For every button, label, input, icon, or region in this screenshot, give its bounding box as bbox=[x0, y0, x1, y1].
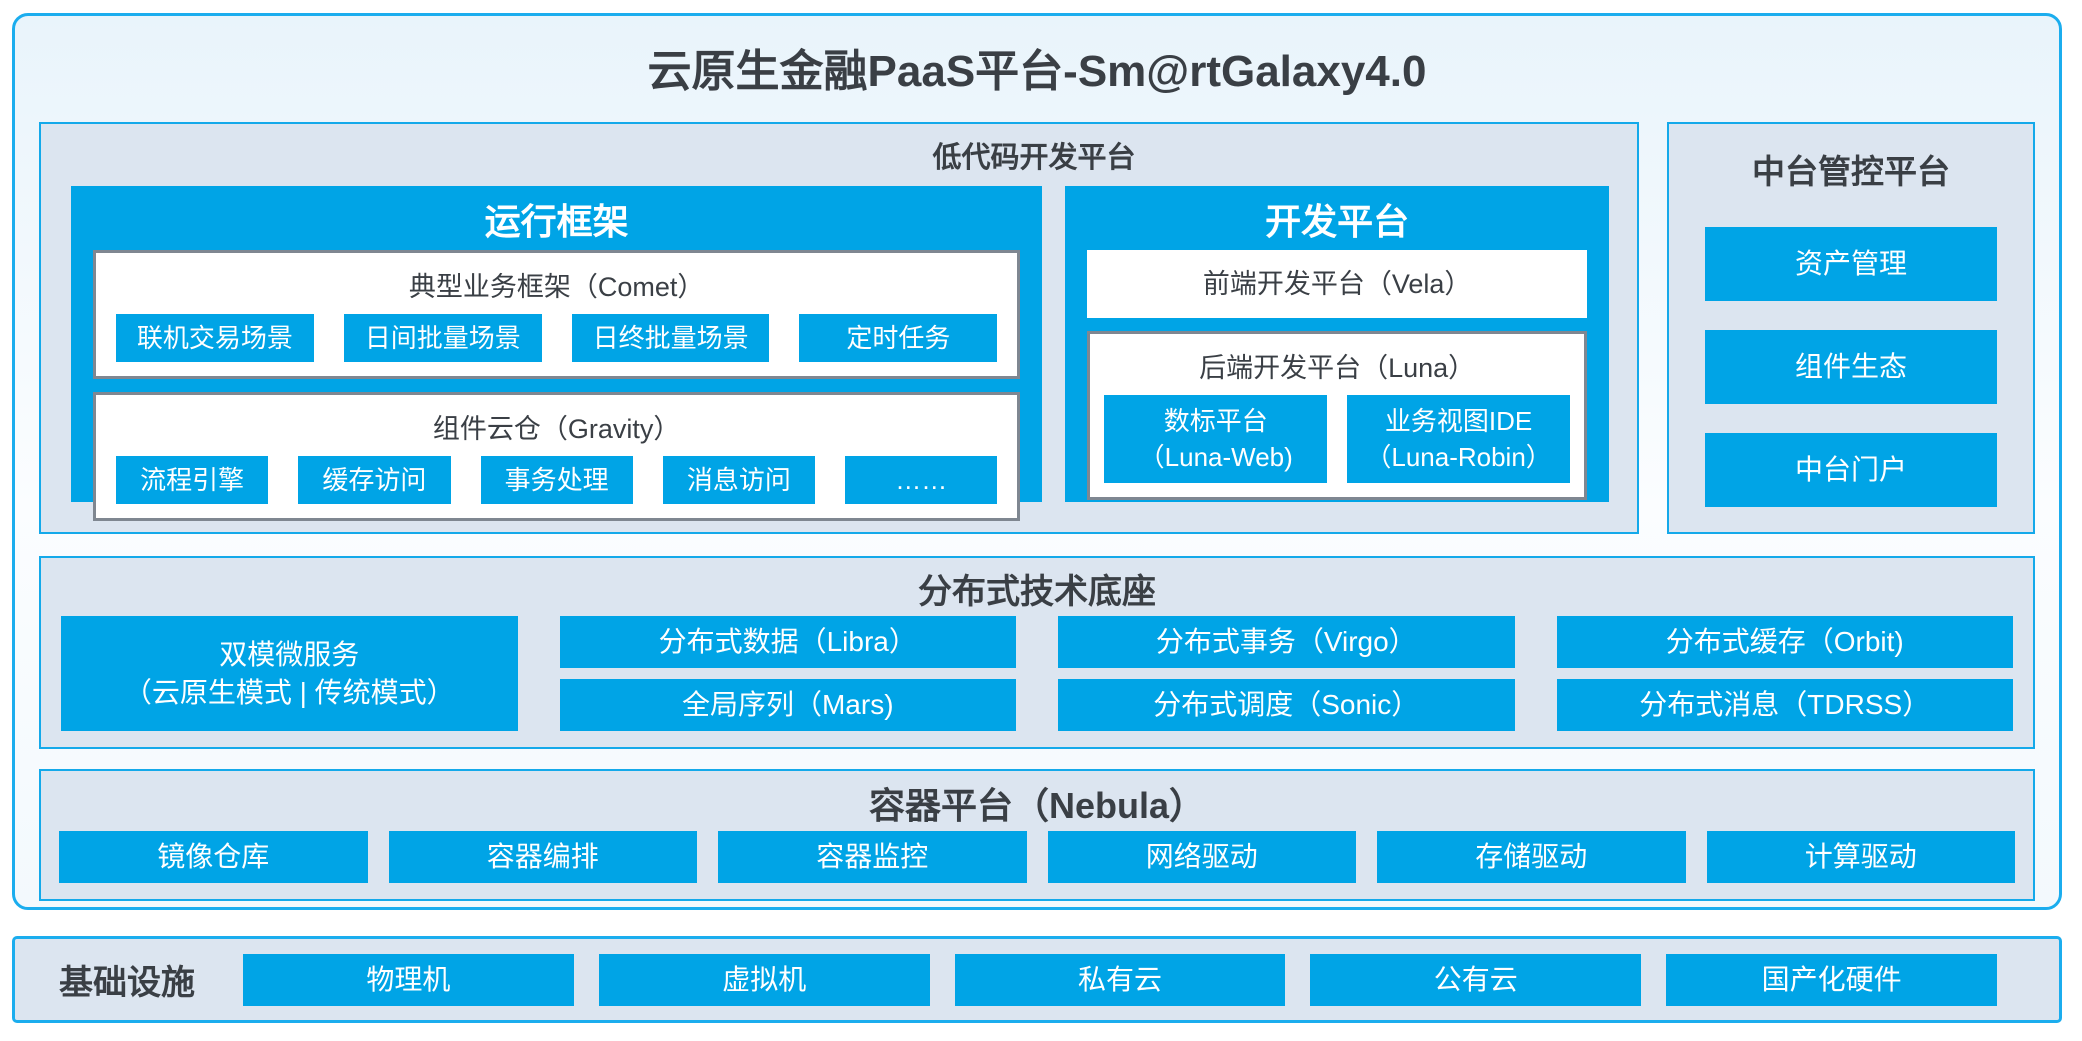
container-platform-title: 容器平台（Nebula） bbox=[868, 785, 1206, 826]
container-platform-section: 容器平台（Nebula） 镜像仓库 容器编排 容器监控 网络驱动 存储驱动 计算… bbox=[39, 769, 2035, 901]
distributed-grid: 双模微服务 （云原生模式 | 传统模式） 分布式数据（Libra） 分布式事务（… bbox=[61, 616, 2013, 731]
chip-mid-platform-portal: 中台门户 bbox=[1705, 433, 1997, 507]
chip-distributed-transaction-virgo: 分布式事务（Virgo） bbox=[1058, 616, 1515, 668]
chip-luna-robin-line1: 业务视图IDE bbox=[1384, 406, 1533, 436]
runtime-framework-title: 运行框架 bbox=[484, 201, 629, 242]
chip-public-cloud: 公有云 bbox=[1310, 953, 1642, 1006]
page-title: 云原生金融PaaS平台-Sm@rtGalaxy4.0 bbox=[647, 47, 1427, 96]
chip-dual-mode-microservice: 双模微服务 （云原生模式 | 传统模式） bbox=[61, 616, 518, 731]
top-row: 低代码开发平台 运行框架 典型业务框架（Comet） 联机交易场景 日间批量场景… bbox=[39, 122, 2035, 534]
low-code-platform-title: 低代码开发平台 bbox=[932, 142, 1136, 174]
chip-container-monitoring: 容器监控 bbox=[718, 831, 1027, 883]
chip-container-orchestration: 容器编排 bbox=[388, 831, 697, 883]
chip-ellipsis: …… bbox=[845, 456, 998, 504]
chip-network-driver: 网络驱动 bbox=[1047, 831, 1356, 883]
chip-asset-management: 资产管理 bbox=[1705, 227, 1997, 301]
chip-luna-robin-line2: （Luna-Robin） bbox=[1365, 442, 1552, 472]
luna-chip-row: 数标平台 （Luna-Web) 业务视图IDE （Luna-Robin） bbox=[1090, 385, 1584, 497]
chip-distributed-scheduling-sonic: 分布式调度（Sonic） bbox=[1058, 679, 1515, 731]
dev-platform-panel: 开发平台 前端开发平台（Vela） 后端开发平台（Luna） 数标平台 （Lun… bbox=[1065, 186, 1609, 502]
low-code-body: 运行框架 典型业务框架（Comet） 联机交易场景 日间批量场景 日终批量场景 … bbox=[41, 186, 1637, 521]
luna-backend-box: 后端开发平台（Luna） 数标平台 （Luna-Web) 业务视图IDE （Lu… bbox=[1087, 331, 1587, 500]
comet-chip-row: 联机交易场景 日间批量场景 日终批量场景 定时任务 bbox=[96, 304, 1017, 376]
chip-message-access: 消息访问 bbox=[662, 456, 816, 504]
chip-private-cloud: 私有云 bbox=[954, 953, 1286, 1006]
chip-virtual-machine: 虚拟机 bbox=[598, 953, 930, 1006]
chip-physical-machine: 物理机 bbox=[243, 953, 574, 1006]
chip-distributed-data-libra: 分布式数据（Libra） bbox=[559, 616, 1016, 668]
infrastructure-chip-row: 物理机 虚拟机 私有云 公有云 国产化硬件 bbox=[243, 953, 1997, 1006]
low-code-platform-section: 低代码开发平台 运行框架 典型业务框架（Comet） 联机交易场景 日间批量场景… bbox=[39, 122, 1639, 534]
chip-compute-driver: 计算驱动 bbox=[1706, 831, 2015, 883]
chip-domestic-hardware: 国产化硬件 bbox=[1666, 953, 1997, 1006]
chip-transaction-processing: 事务处理 bbox=[480, 456, 633, 504]
chip-cache-access: 缓存访问 bbox=[298, 456, 451, 504]
chip-luna-web: 数标平台 （Luna-Web) bbox=[1104, 395, 1328, 483]
dual-mode-line1: 双模微服务 bbox=[219, 638, 360, 670]
gravity-chip-row: 流程引擎 缓存访问 事务处理 消息访问 …… bbox=[96, 446, 1017, 518]
chip-global-sequence-mars: 全局序列（Mars) bbox=[559, 679, 1016, 731]
chip-online-transaction: 联机交易场景 bbox=[116, 314, 314, 362]
runtime-framework-panel: 运行框架 典型业务框架（Comet） 联机交易场景 日间批量场景 日终批量场景 … bbox=[71, 186, 1043, 521]
chip-distributed-message-tdrss: 分布式消息（TDRSS） bbox=[1556, 679, 2013, 731]
luna-box-title: 后端开发平台（Luna） bbox=[1199, 353, 1476, 383]
comet-box-title: 典型业务框架（Comet） bbox=[408, 272, 705, 302]
container-chip-row: 镜像仓库 容器编排 容器监控 网络驱动 存储驱动 计算驱动 bbox=[59, 831, 2015, 883]
mid-platform-title: 中台管控平台 bbox=[1752, 153, 1950, 190]
dual-mode-line2: （云原生模式 | 传统模式） bbox=[123, 676, 455, 708]
gravity-component-warehouse-box: 组件云仓（Gravity） 流程引擎 缓存访问 事务处理 消息访问 …… bbox=[93, 392, 1021, 521]
chip-storage-driver: 存储驱动 bbox=[1377, 831, 1686, 883]
chip-process-engine: 流程引擎 bbox=[116, 456, 269, 504]
chip-luna-web-line2: （Luna-Web) bbox=[1138, 442, 1293, 472]
comet-business-framework-box: 典型业务框架（Comet） 联机交易场景 日间批量场景 日终批量场景 定时任务 bbox=[93, 250, 1021, 379]
chip-daytime-batch: 日间批量场景 bbox=[343, 314, 542, 362]
chip-luna-robin: 业务视图IDE （Luna-Robin） bbox=[1347, 395, 1570, 483]
distributed-base-section: 分布式技术底座 双模微服务 （云原生模式 | 传统模式） 分布式数据（Libra… bbox=[39, 556, 2035, 749]
chip-eod-batch: 日终批量场景 bbox=[571, 314, 770, 362]
distributed-base-title: 分布式技术底座 bbox=[918, 573, 1156, 611]
chip-luna-web-line1: 数标平台 bbox=[1163, 406, 1268, 436]
chip-scheduled-task: 定时任务 bbox=[799, 314, 998, 362]
chip-image-registry: 镜像仓库 bbox=[59, 831, 368, 883]
infrastructure-section: 基础设施 物理机 虚拟机 私有云 公有云 国产化硬件 bbox=[12, 936, 2062, 1023]
chip-component-ecosystem: 组件生态 bbox=[1705, 330, 1997, 404]
platform-container: 云原生金融PaaS平台-Sm@rtGalaxy4.0 低代码开发平台 运行框架 … bbox=[12, 13, 2062, 910]
chip-distributed-cache-orbit: 分布式缓存（Orbit) bbox=[1556, 616, 2013, 668]
infrastructure-title: 基础设施 bbox=[59, 964, 195, 1002]
vela-frontend-box: 前端开发平台（Vela） bbox=[1087, 250, 1587, 318]
mid-platform-section: 中台管控平台 资产管理 组件生态 中台门户 bbox=[1667, 122, 2035, 534]
gravity-box-title: 组件云仓（Gravity） bbox=[432, 414, 681, 444]
dev-platform-title: 开发平台 bbox=[1265, 201, 1410, 242]
